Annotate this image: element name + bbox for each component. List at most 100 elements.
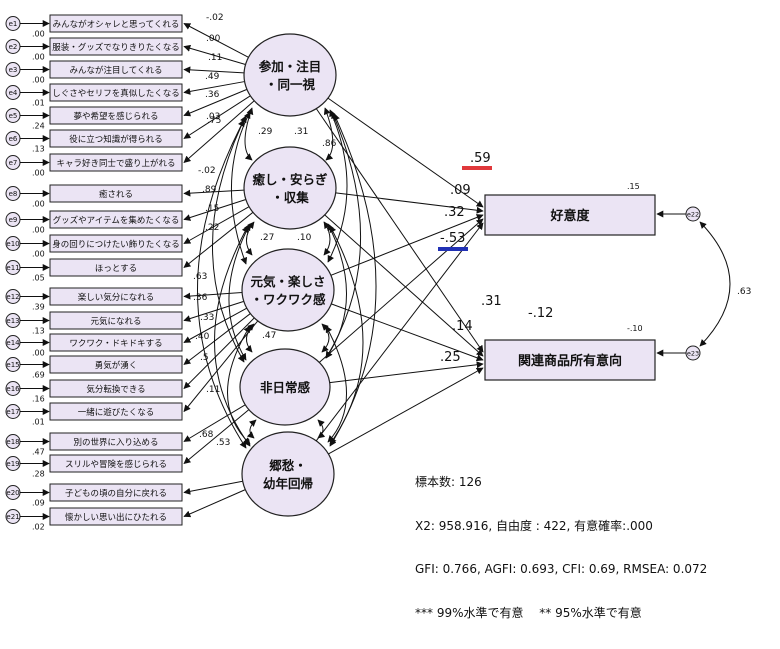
loading-coefficient: .63 [193, 272, 207, 282]
error-label: e14 [6, 339, 20, 347]
observed-item-box [49, 507, 183, 526]
structural-path-arrow [331, 303, 484, 362]
error-label: e13 [6, 317, 19, 325]
loading-arrow [183, 66, 245, 74]
observed-item-label: みんなが注目してくれる [70, 65, 163, 76]
observed-item-label: 癒される [99, 189, 133, 200]
observed-item-box [49, 402, 183, 421]
observed-item-box [49, 37, 183, 56]
loading-arrow [183, 404, 246, 442]
loading-coefficient: .11 [206, 385, 220, 395]
residual-correlation: .63 [737, 287, 751, 297]
observed-item-box [49, 14, 183, 33]
loading-arrow [183, 23, 249, 58]
latent-factor-ellipse [241, 248, 335, 332]
error-variance-label: .02 [32, 523, 45, 532]
observed-item-label: 役に立つ知識が得られる [69, 134, 163, 145]
factor-correlation: .86 [322, 139, 337, 149]
error-variance-label: .09 [32, 499, 45, 508]
observed-item-box [49, 379, 183, 398]
significance-note: *** 99%水準で有意 ** 95%水準で有意 [415, 605, 642, 620]
observed-item-label: 気分転換できる [86, 384, 145, 395]
fit-indices-text: GFI: 0.766, AGFI: 0.693, CFI: 0.69, RMSE… [415, 562, 708, 576]
observed-item-label: グッズやアイテムを集めたくなる [53, 215, 180, 226]
structural-path-arrow [315, 108, 484, 353]
factor-correlation: .47 [262, 331, 276, 341]
error-variance-label: .13 [32, 327, 45, 336]
error-label: e15 [6, 361, 19, 369]
latent-factor-label: 参加・注目 [259, 59, 322, 74]
observed-item-box [49, 454, 183, 473]
path-coefficient: .32 [444, 205, 465, 220]
error-variance-label: .00 [32, 30, 45, 39]
loading-coefficient: .68 [199, 430, 214, 440]
outcome-variable-box [484, 339, 656, 381]
loading-coefficient: .15 [205, 204, 219, 214]
factor-correlation: .27 [260, 233, 274, 243]
error-label: e21 [6, 513, 19, 521]
factor-covariance-curve [329, 225, 364, 445]
path-coefficient: .31 [481, 294, 502, 309]
loading-arrow [183, 292, 243, 300]
error-label: e23 [687, 350, 699, 358]
fit-statistics: 標本数: 126 X2: 958.916, 自由度 : 422, 有意確率:.0… [415, 446, 707, 649]
observed-item-box [49, 129, 183, 148]
loading-arrow [183, 480, 243, 495]
structural-path-arrow [318, 218, 484, 363]
error-label: e16 [6, 385, 20, 393]
loading-arrow [183, 489, 246, 518]
structural-path-arrow [327, 97, 484, 208]
error-label: e4 [9, 89, 18, 97]
path-coefficient: .09 [450, 183, 471, 198]
loading-arrow [183, 300, 244, 322]
loading-arrow [183, 100, 255, 163]
loading-coefficient: .89 [202, 185, 217, 195]
observed-item-box [49, 333, 183, 352]
observed-item-label: しぐさやセリフを真似したくなる [52, 88, 180, 99]
loading-coefficient: .11 [208, 53, 222, 63]
error-variance-label: .39 [32, 303, 45, 312]
observed-item-box [49, 355, 183, 374]
observed-item-label: 勇気が湧く [95, 360, 138, 371]
error-label: e18 [6, 438, 19, 446]
significance-marker-red [462, 166, 492, 170]
error-label: e9 [9, 216, 18, 224]
observed-item-box [49, 287, 183, 306]
path-coefficient: .25 [440, 350, 461, 365]
error-variance-label: .00 [32, 76, 45, 85]
loading-arrow [183, 88, 248, 117]
observed-item-box [49, 153, 183, 172]
loading-coefficient: .5 [200, 353, 209, 363]
error-label: e17 [6, 408, 19, 416]
loading-coefficient: .40 [195, 332, 210, 342]
structural-path-arrow [328, 367, 484, 455]
error-variance-label: .00 [32, 226, 45, 235]
error-variance-label: .05 [32, 274, 45, 283]
loading-coefficient: -.02 [198, 166, 216, 176]
sample-size-text: 標本数: 126 [415, 475, 482, 489]
loading-coefficient: .36 [205, 90, 220, 100]
factor-correlation: .31 [294, 127, 308, 137]
loading-coefficient: .00 [206, 34, 221, 44]
error-label: e12 [6, 293, 19, 301]
error-variance-label: .00 [32, 53, 45, 62]
observed-item-label: みんながオシャレと思ってくれる [53, 19, 180, 30]
latent-factor-label: 郷愁・ [269, 458, 307, 473]
path-coefficient: -.53 [440, 231, 465, 246]
error-label: e3 [9, 66, 18, 74]
error-variance-label: .00 [32, 250, 45, 259]
observed-item-label: 身の回りにつけたい飾りたくなる [52, 239, 180, 250]
factor-covariance-curve [197, 119, 247, 449]
structural-path-arrow [335, 192, 484, 214]
latent-factor-ellipse [243, 33, 337, 117]
observed-item-label: スリルや冒険を感じられる [65, 459, 167, 470]
latent-factor-label: 幼年回帰 [263, 476, 313, 491]
structural-path-arrow [324, 214, 484, 357]
chi-square-text: X2: 958.916, 自由度 : 422, 有意確率:.000 [415, 518, 653, 533]
structural-path-arrow [330, 214, 484, 276]
path-coefficient: .14 [452, 319, 473, 334]
observed-item-box [49, 234, 183, 253]
error-variance-label: .00 [32, 169, 45, 178]
observed-item-box [49, 184, 183, 203]
